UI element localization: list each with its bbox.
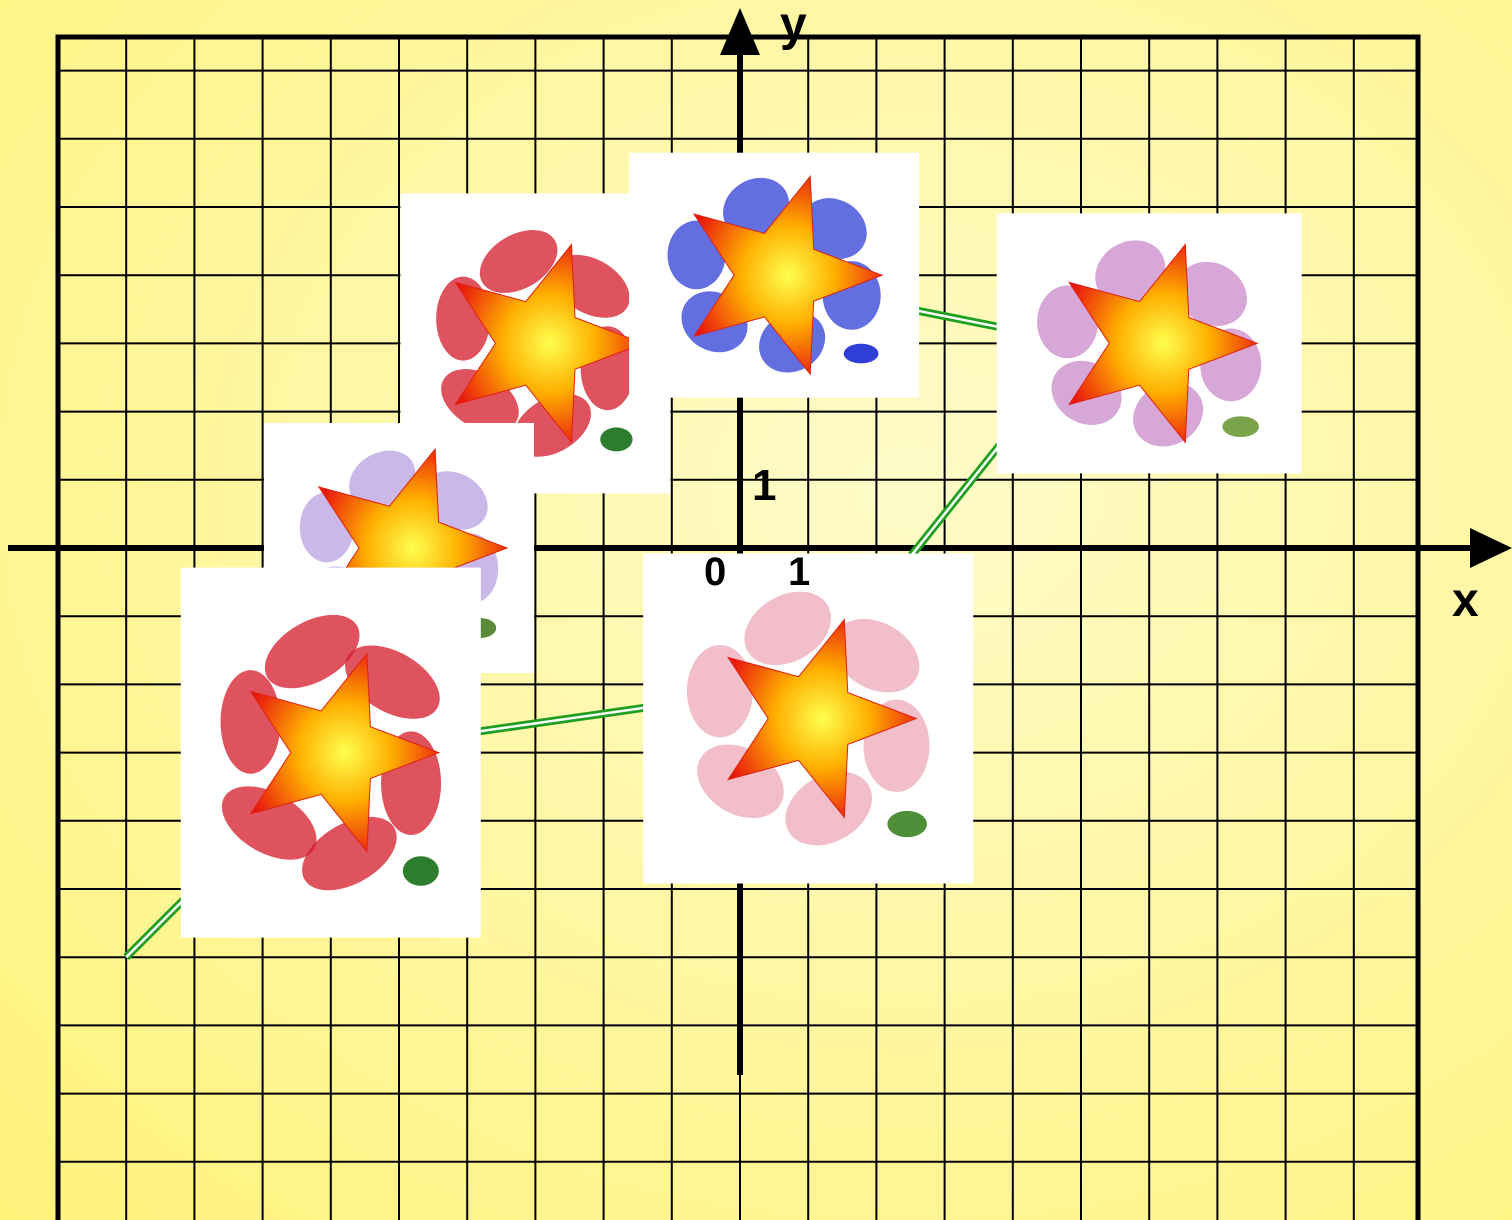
- unit-label-x: 1: [788, 550, 810, 594]
- leaf: [403, 856, 439, 886]
- tile-lily: [643, 554, 973, 884]
- y-axis-arrow: [720, 8, 760, 55]
- origin-label: 0: [704, 550, 726, 594]
- tile-red-flower-bottom: [181, 568, 481, 938]
- x-axis-arrow: [1470, 528, 1512, 568]
- leaf: [887, 811, 927, 837]
- leaf: [1222, 416, 1259, 437]
- x-axis-label: x: [1452, 574, 1479, 627]
- leaf: [844, 344, 879, 364]
- y-axis-label: y: [780, 0, 807, 51]
- petal: [687, 645, 753, 737]
- tile-pink-flower-right: [997, 213, 1302, 473]
- tile-blue-flower: [629, 153, 919, 398]
- unit-label-y: 1: [752, 461, 776, 510]
- leaf: [600, 427, 632, 451]
